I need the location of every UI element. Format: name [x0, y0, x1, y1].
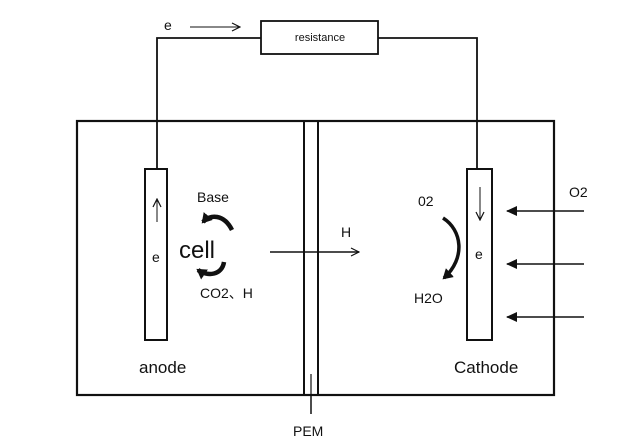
- oxygen-supply-label: O2: [569, 184, 588, 200]
- oxygen-in-label: 02: [418, 193, 434, 209]
- cell-label: cell: [179, 237, 215, 264]
- cell-container: [75, 119, 556, 397]
- external-wire-right: [378, 37, 478, 169]
- cathode-reaction-arrow: [441, 216, 461, 280]
- membrane-label: PEM: [293, 423, 323, 439]
- base-label: Base: [197, 189, 229, 205]
- anode-electrode: [144, 168, 168, 341]
- proton-label: H: [341, 224, 351, 240]
- resistance-box: [260, 20, 379, 55]
- anode-label: anode: [139, 358, 186, 377]
- electron-flow-label: e: [164, 17, 172, 33]
- resistance-label: resistance: [295, 32, 345, 44]
- cathode-label: Cathode: [454, 358, 518, 377]
- water-label: H2O: [414, 290, 443, 306]
- cathode-electrode: [466, 168, 493, 341]
- cathode-electron-label: e: [475, 246, 483, 262]
- anode-electron-label: e: [152, 249, 160, 265]
- cell-curve-arrow-top: [201, 212, 235, 232]
- external-wire-left: [156, 37, 261, 169]
- products-label: CO2、H: [200, 285, 253, 301]
- cell-curve-arrow-bottom: [196, 261, 227, 280]
